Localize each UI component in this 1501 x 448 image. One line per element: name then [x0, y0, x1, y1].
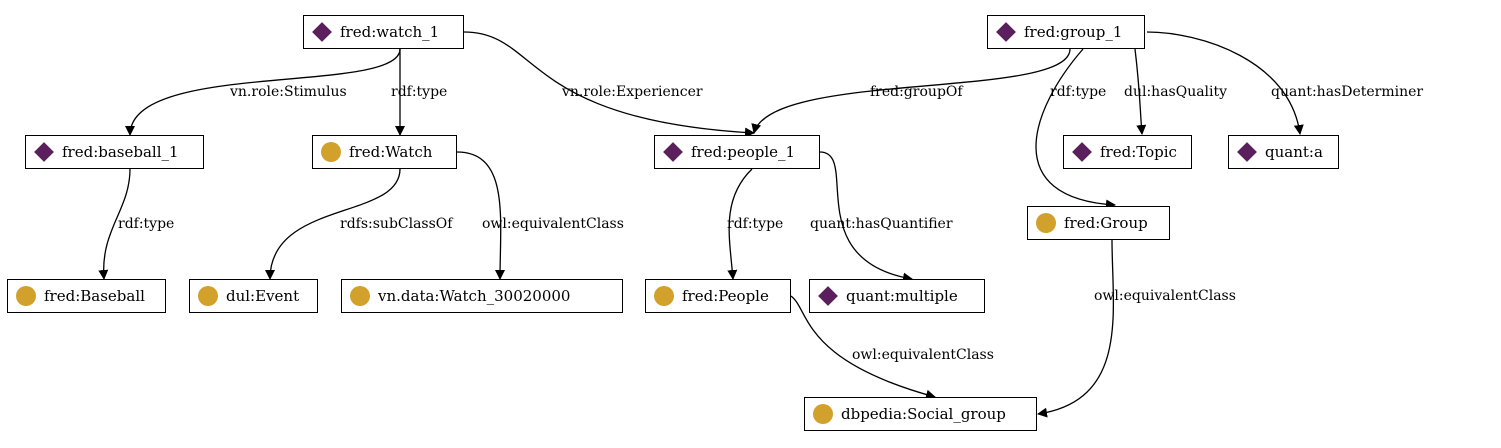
circle-icon	[654, 286, 674, 306]
circle-icon	[16, 286, 36, 306]
diamond-icon	[1237, 142, 1257, 162]
node-Watch[interactable]: fred:Watch	[312, 135, 457, 169]
node-People[interactable]: fred:People	[645, 279, 791, 313]
edge-label: vn.role:Experiencer	[561, 84, 703, 100]
edge-baseball_1-to-Baseball	[98, 168, 131, 280]
edge-label: rdfs:subClassOf	[340, 216, 454, 232]
diamond-icon	[818, 286, 838, 306]
edge-label: owl:equivalentClass	[852, 347, 994, 363]
node-label: fred:watch_1	[340, 23, 440, 41]
edge-label: owl:equivalentClass	[482, 216, 624, 232]
edge-people_1-to-multiple	[819, 151, 913, 283]
circle-icon	[321, 142, 341, 162]
node-label: fred:baseball_1	[62, 143, 179, 161]
diamond-icon	[996, 22, 1016, 42]
node-label: quant:multiple	[846, 287, 958, 305]
node-label: fred:Topic	[1100, 143, 1177, 161]
edge-label: quant:hasDeterminer	[1271, 84, 1423, 100]
edge-watch_1-to-people_1	[463, 31, 755, 138]
node-Event[interactable]: dul:Event	[189, 279, 318, 313]
edge-watch_1-to-baseball_1	[125, 48, 401, 136]
node-label: fred:people_1	[691, 143, 796, 161]
edge-label: rdf:type	[727, 216, 783, 232]
node-watch_1[interactable]: fred:watch_1	[303, 15, 464, 49]
circle-icon	[813, 404, 833, 424]
node-label: fred:Group	[1064, 214, 1148, 232]
node-Topic[interactable]: fred:Topic	[1063, 135, 1192, 169]
edge-Group-to-Social_group	[1037, 239, 1115, 418]
edge-group_1-to-Topic	[1134, 48, 1147, 135]
edge-label: rdf:type	[118, 216, 174, 232]
node-label: fred:People	[682, 287, 769, 305]
edge-group_1-to-people_1	[751, 48, 1071, 134]
node-multiple[interactable]: quant:multiple	[809, 279, 985, 313]
edge-group_1-to-Group	[1035, 48, 1116, 210]
node-label: dul:Event	[226, 287, 300, 305]
node-people_1[interactable]: fred:people_1	[654, 135, 820, 169]
edge-label: rdf:type	[1050, 84, 1106, 100]
node-label: fred:Baseball	[44, 287, 145, 305]
node-label: dbpedia:Social_group	[841, 405, 1006, 423]
circle-icon	[198, 286, 218, 306]
edge-label: owl:equivalentClass	[1094, 288, 1236, 304]
node-quant_a[interactable]: quant:a	[1228, 135, 1339, 169]
node-baseball_1[interactable]: fred:baseball_1	[25, 135, 204, 169]
node-Group[interactable]: fred:Group	[1027, 206, 1170, 240]
diamond-icon	[663, 142, 683, 162]
edge-group_1-to-quant_a	[1146, 31, 1304, 135]
edge-label: rdf:type	[391, 84, 447, 100]
circle-icon	[1036, 213, 1056, 233]
edge-Watch-to-Watch_30020000	[456, 151, 506, 280]
edge-People-to-Social_group	[790, 295, 936, 400]
node-label: vn.data:Watch_30020000	[378, 287, 571, 305]
edge-Watch-to-Event	[265, 168, 401, 280]
diamond-icon	[1072, 142, 1092, 162]
edge-label: fred:groupOf	[870, 84, 964, 100]
diamond-icon	[34, 142, 54, 162]
node-group_1[interactable]: fred:group_1	[987, 15, 1145, 49]
edge-label: quant:hasQuantifier	[810, 216, 953, 232]
diamond-icon	[312, 22, 332, 42]
node-Social_group[interactable]: dbpedia:Social_group	[804, 397, 1037, 431]
node-label: quant:a	[1265, 143, 1323, 161]
edge-label: vn.role:Stimulus	[229, 84, 347, 100]
node-Baseball[interactable]: fred:Baseball	[7, 279, 166, 313]
circle-icon	[350, 286, 370, 306]
node-label: fred:group_1	[1024, 23, 1123, 41]
node-Watch_30020000[interactable]: vn.data:Watch_30020000	[341, 279, 623, 313]
node-label: fred:Watch	[349, 143, 433, 161]
edge-people_1-to-People	[727, 168, 753, 280]
edge-label: dul:hasQuality	[1124, 84, 1227, 100]
